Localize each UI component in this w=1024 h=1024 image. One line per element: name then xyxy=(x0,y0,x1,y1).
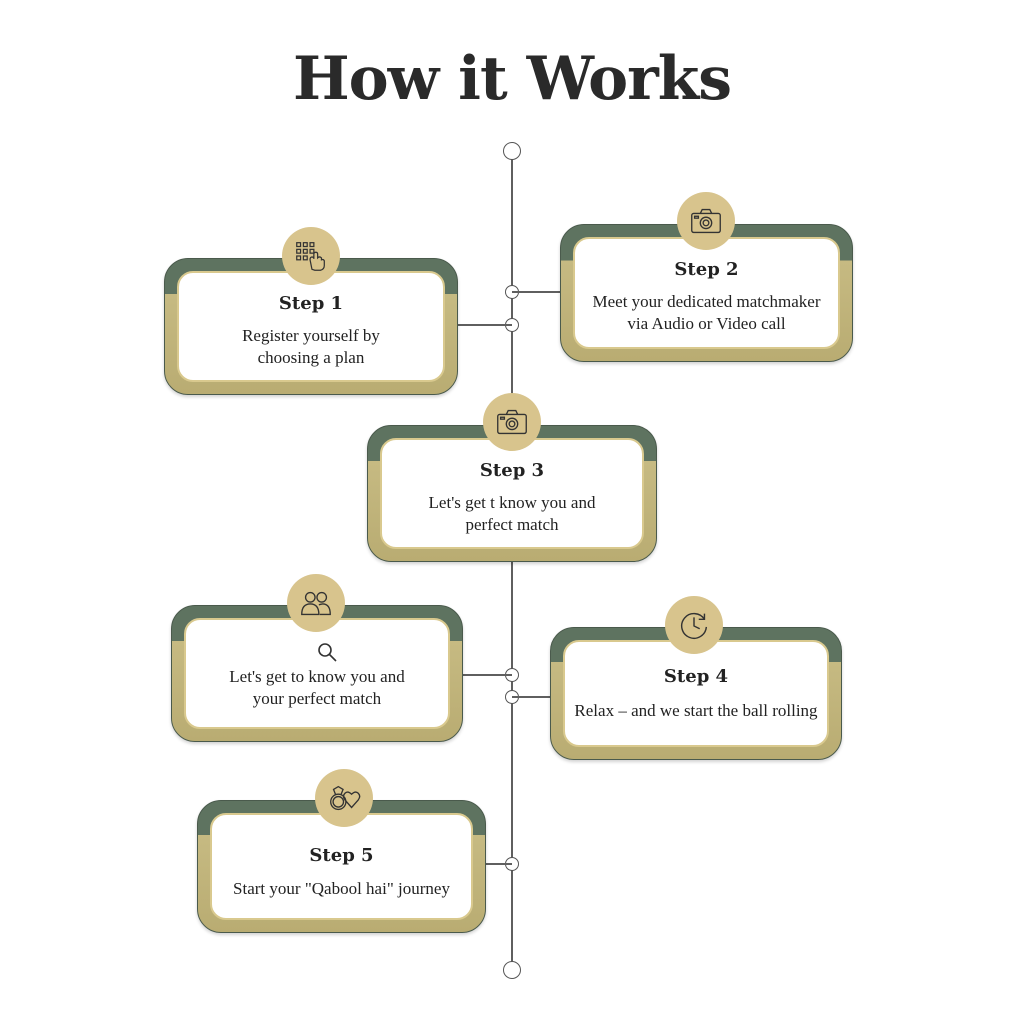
step-5-title: Step 5 xyxy=(309,845,374,866)
step-2-badge xyxy=(677,192,735,250)
step-3-desc-line2: perfect match xyxy=(465,515,559,534)
connector-match xyxy=(463,674,512,676)
step-1-title: Step 1 xyxy=(278,293,344,314)
match-card-body: Let's get to know you and your perfect m… xyxy=(184,618,450,729)
people-icon xyxy=(301,591,331,616)
clock-refresh-icon xyxy=(680,612,708,639)
step-5-desc-line1: Start your "Qabool hai" journey xyxy=(233,879,450,898)
search-icon xyxy=(318,643,337,662)
match-badge xyxy=(287,574,345,632)
connector-step-1 xyxy=(458,324,512,326)
step-4-desc-line1: Relax – and we start the ball rolling xyxy=(574,701,818,720)
step-1-desc-line2: choosing a plan xyxy=(257,348,365,367)
step-4-badge xyxy=(665,596,723,654)
step-3-title: Step 3 xyxy=(479,460,545,481)
camera-icon xyxy=(497,409,527,435)
step-3-card-body: Step 3 Let's get t know you and perfect … xyxy=(380,438,644,549)
step-3-badge xyxy=(483,393,541,451)
step-5-card-body: Step 5 Start your "Qabool hai" journey xyxy=(210,813,473,920)
ring-heart-icon xyxy=(330,785,361,811)
timeline-end-node xyxy=(503,961,521,979)
timeline-start-node xyxy=(503,142,521,160)
step-2-desc-line2: via Audio or Video call xyxy=(627,314,786,333)
step-1-card-body: Step 1 Register yourself by choosing a p… xyxy=(177,271,445,382)
step-3-desc-line1: Let's get t know you and xyxy=(428,493,596,512)
step-2-card-body: Step 2 Meet your dedicated matchmaker vi… xyxy=(573,237,840,349)
step-2-title: Step 2 xyxy=(674,259,739,280)
match-desc-line1: Let's get to know you and xyxy=(229,667,405,686)
page-title: How it Works xyxy=(292,44,732,114)
step-2-desc-line1: Meet your dedicated matchmaker xyxy=(592,292,821,311)
step-1-badge xyxy=(282,227,340,285)
connector-step-4 xyxy=(512,696,550,698)
connector-step-5 xyxy=(486,863,512,865)
step-4-title: Step 4 xyxy=(663,666,729,687)
step-1-desc-line1: Register yourself by xyxy=(242,326,380,345)
step-4-card-body: Step 4 Relax – and we start the ball rol… xyxy=(563,640,829,747)
keypad-tap-icon xyxy=(296,242,325,271)
match-desc-line2: your perfect match xyxy=(252,689,382,708)
connector-step-2 xyxy=(512,291,560,293)
step-5-badge xyxy=(315,769,373,827)
camera-icon xyxy=(691,208,721,234)
